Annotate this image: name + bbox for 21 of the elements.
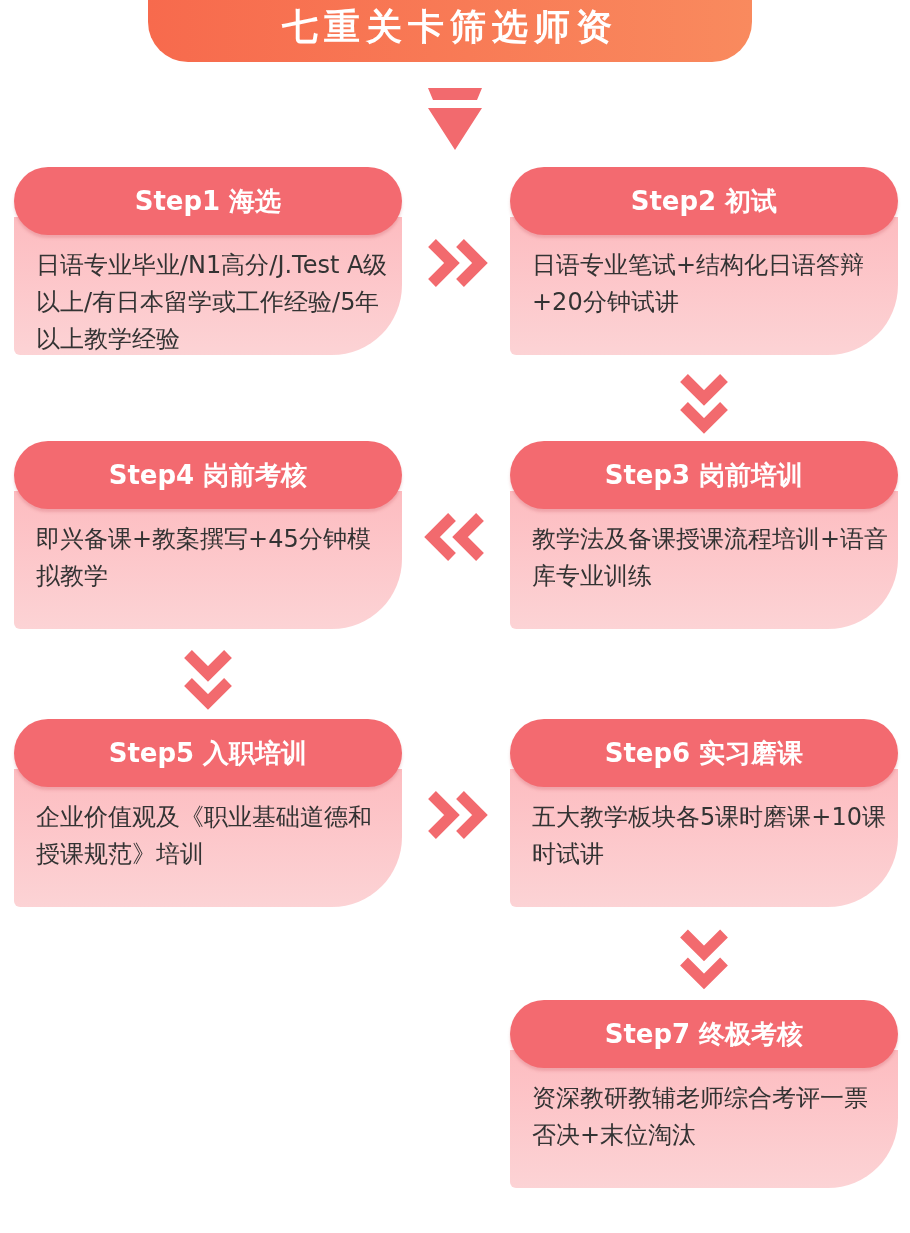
step-header: Step1 海选 xyxy=(14,167,402,235)
step-card xyxy=(510,1000,898,1188)
step-header: Step6 实习磨课 xyxy=(510,719,898,787)
double-chevron-arrow xyxy=(678,372,730,434)
title-banner: 七重关卡筛选师资 xyxy=(148,0,752,62)
step-card xyxy=(14,167,402,355)
double-chevron-arrow xyxy=(426,237,488,289)
double-chevron-arrow xyxy=(424,511,486,563)
step-card xyxy=(510,719,898,907)
step-header: Step2 初试 xyxy=(510,167,898,235)
step-card xyxy=(14,719,402,907)
step-header: Step5 入职培训 xyxy=(14,719,402,787)
step-header: Step7 终极考核 xyxy=(510,1000,898,1068)
double-chevron-arrow xyxy=(678,928,730,990)
double-chevron-arrow xyxy=(182,648,234,710)
step-card xyxy=(14,441,402,629)
step-card xyxy=(510,441,898,629)
step-card xyxy=(510,167,898,355)
step-header: Step3 岗前培训 xyxy=(510,441,898,509)
double-chevron-arrow xyxy=(426,789,488,841)
step-header: Step4 岗前考核 xyxy=(14,441,402,509)
